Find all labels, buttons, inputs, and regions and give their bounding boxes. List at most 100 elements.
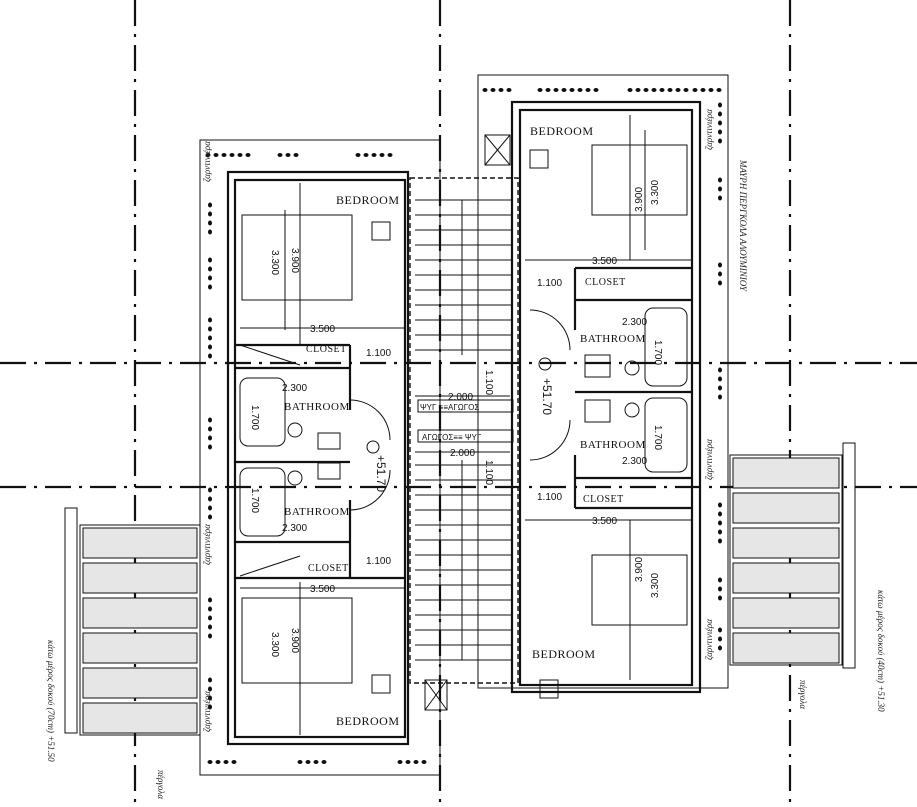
planter-dot	[305, 760, 311, 764]
planter-dot	[716, 88, 722, 92]
planter-dot	[718, 645, 722, 651]
planter-dot	[506, 88, 512, 92]
planter-dot	[371, 153, 377, 157]
pergola-slat	[732, 597, 840, 629]
bedroom-label-3: BEDROOM	[530, 124, 594, 138]
planter-dot	[718, 102, 722, 108]
planter-dot	[208, 275, 212, 281]
planter-dot	[675, 88, 681, 92]
beam-note-right: κάτω μέρος δοκού (40cm) +51.30	[876, 590, 886, 712]
dim-depth-5: 3.900	[634, 187, 645, 212]
dim-tub-4: 1.700	[652, 425, 663, 450]
planter-dot	[683, 88, 689, 92]
planter-dot	[215, 760, 221, 764]
planter-dot	[718, 511, 722, 517]
bathroom-label-3: BATHROOM	[580, 333, 646, 345]
planter-dot	[692, 88, 698, 92]
planter-dot	[545, 88, 551, 92]
planter-dot	[277, 153, 283, 157]
right-block	[424, 100, 702, 711]
planter-dot	[208, 266, 212, 272]
planter-dot	[208, 704, 212, 710]
left-pergola	[64, 507, 201, 736]
planter-dot	[397, 760, 403, 764]
planter-dot	[208, 615, 212, 621]
pergola-note-right: πέργολα	[798, 680, 808, 709]
pergola-slat	[82, 597, 198, 629]
duct-label-upper: ΨΥΓ ≡≡ΑΓΩΓΟΣ	[420, 403, 479, 412]
planter-dot	[718, 262, 722, 268]
dim-room-width-3: 3.500	[592, 256, 617, 267]
planter-dot	[718, 529, 722, 535]
planter-note-3: ζαρντινιέρα	[202, 691, 212, 732]
planter-dot	[208, 444, 212, 450]
dim-depth-7: 3.900	[634, 557, 645, 582]
planter-dot	[208, 211, 212, 217]
planter-dot	[553, 88, 559, 92]
planter-dot	[718, 195, 722, 201]
planter-dot	[208, 284, 212, 290]
dim-depth-8: 3.300	[650, 573, 661, 598]
planter-dot	[718, 177, 722, 183]
dim-bath-1: 2.300	[282, 383, 307, 394]
planter-dot	[379, 153, 385, 157]
closet-label-1: CLOSET	[306, 344, 347, 355]
bedroom-label-1: BEDROOM	[336, 193, 400, 207]
dim-stair-1: 2.000	[448, 392, 473, 403]
pergola-slat	[732, 562, 840, 594]
planter-dot	[718, 120, 722, 126]
planter-dot	[718, 111, 722, 117]
planters	[205, 88, 722, 764]
dim-depth-6: 3.300	[650, 180, 661, 205]
planter-dot	[208, 633, 212, 639]
planter-dot	[208, 597, 212, 603]
planter-dot	[208, 335, 212, 341]
planter-dot	[208, 417, 212, 423]
planter-dot	[643, 88, 649, 92]
planter-dot	[561, 88, 567, 92]
pergola-slat	[82, 527, 198, 559]
planter-dot	[593, 88, 599, 92]
planter-dot	[490, 88, 496, 92]
planter-note-4: ζαρντινιέρα	[704, 109, 714, 150]
dim-bath-4: 2.300	[622, 456, 647, 467]
level-symbol-2	[366, 440, 380, 454]
planter-dot	[718, 538, 722, 544]
planter-dot	[718, 138, 722, 144]
planter-dot	[577, 88, 583, 92]
planter-dot	[208, 624, 212, 630]
planter-dot	[293, 153, 299, 157]
dim-closet-3: 1.100	[537, 278, 562, 289]
planter-dot	[659, 88, 665, 92]
planter-dot	[718, 367, 722, 373]
dim-bath-2: 2.300	[282, 523, 307, 534]
planter-dot	[718, 186, 722, 192]
closet-label-3: CLOSET	[585, 277, 626, 288]
dimension-lines	[240, 115, 692, 735]
dim-closet-2: 1.100	[366, 556, 391, 567]
planter-dot	[208, 487, 212, 493]
planter-dot	[297, 760, 303, 764]
bathroom-label-4: BATHROOM	[580, 439, 646, 451]
level-mark-1: +51.70	[540, 378, 554, 415]
planter-note-1: ζαρντινιέρα	[202, 141, 212, 182]
planter-dot	[313, 760, 319, 764]
dim-stair-2: 2.000	[450, 448, 475, 459]
planter-dot	[718, 502, 722, 508]
dim-depth-3: 3.900	[289, 628, 300, 653]
planter-dot	[223, 760, 229, 764]
dim-tub-2: 1.700	[249, 488, 260, 513]
left-block	[226, 170, 410, 746]
planter-dot	[413, 760, 419, 764]
planter-dot	[207, 760, 213, 764]
dim-bath-3: 2.300	[622, 317, 647, 328]
dim-tub-1: 1.700	[249, 405, 260, 430]
planter-dot	[718, 385, 722, 391]
planter-dot	[718, 520, 722, 526]
pergola-slat	[82, 702, 198, 734]
planter-dot	[718, 595, 722, 601]
planter-dot	[208, 426, 212, 432]
planter-dot	[708, 88, 714, 92]
dim-closet-1: 1.100	[366, 348, 391, 359]
